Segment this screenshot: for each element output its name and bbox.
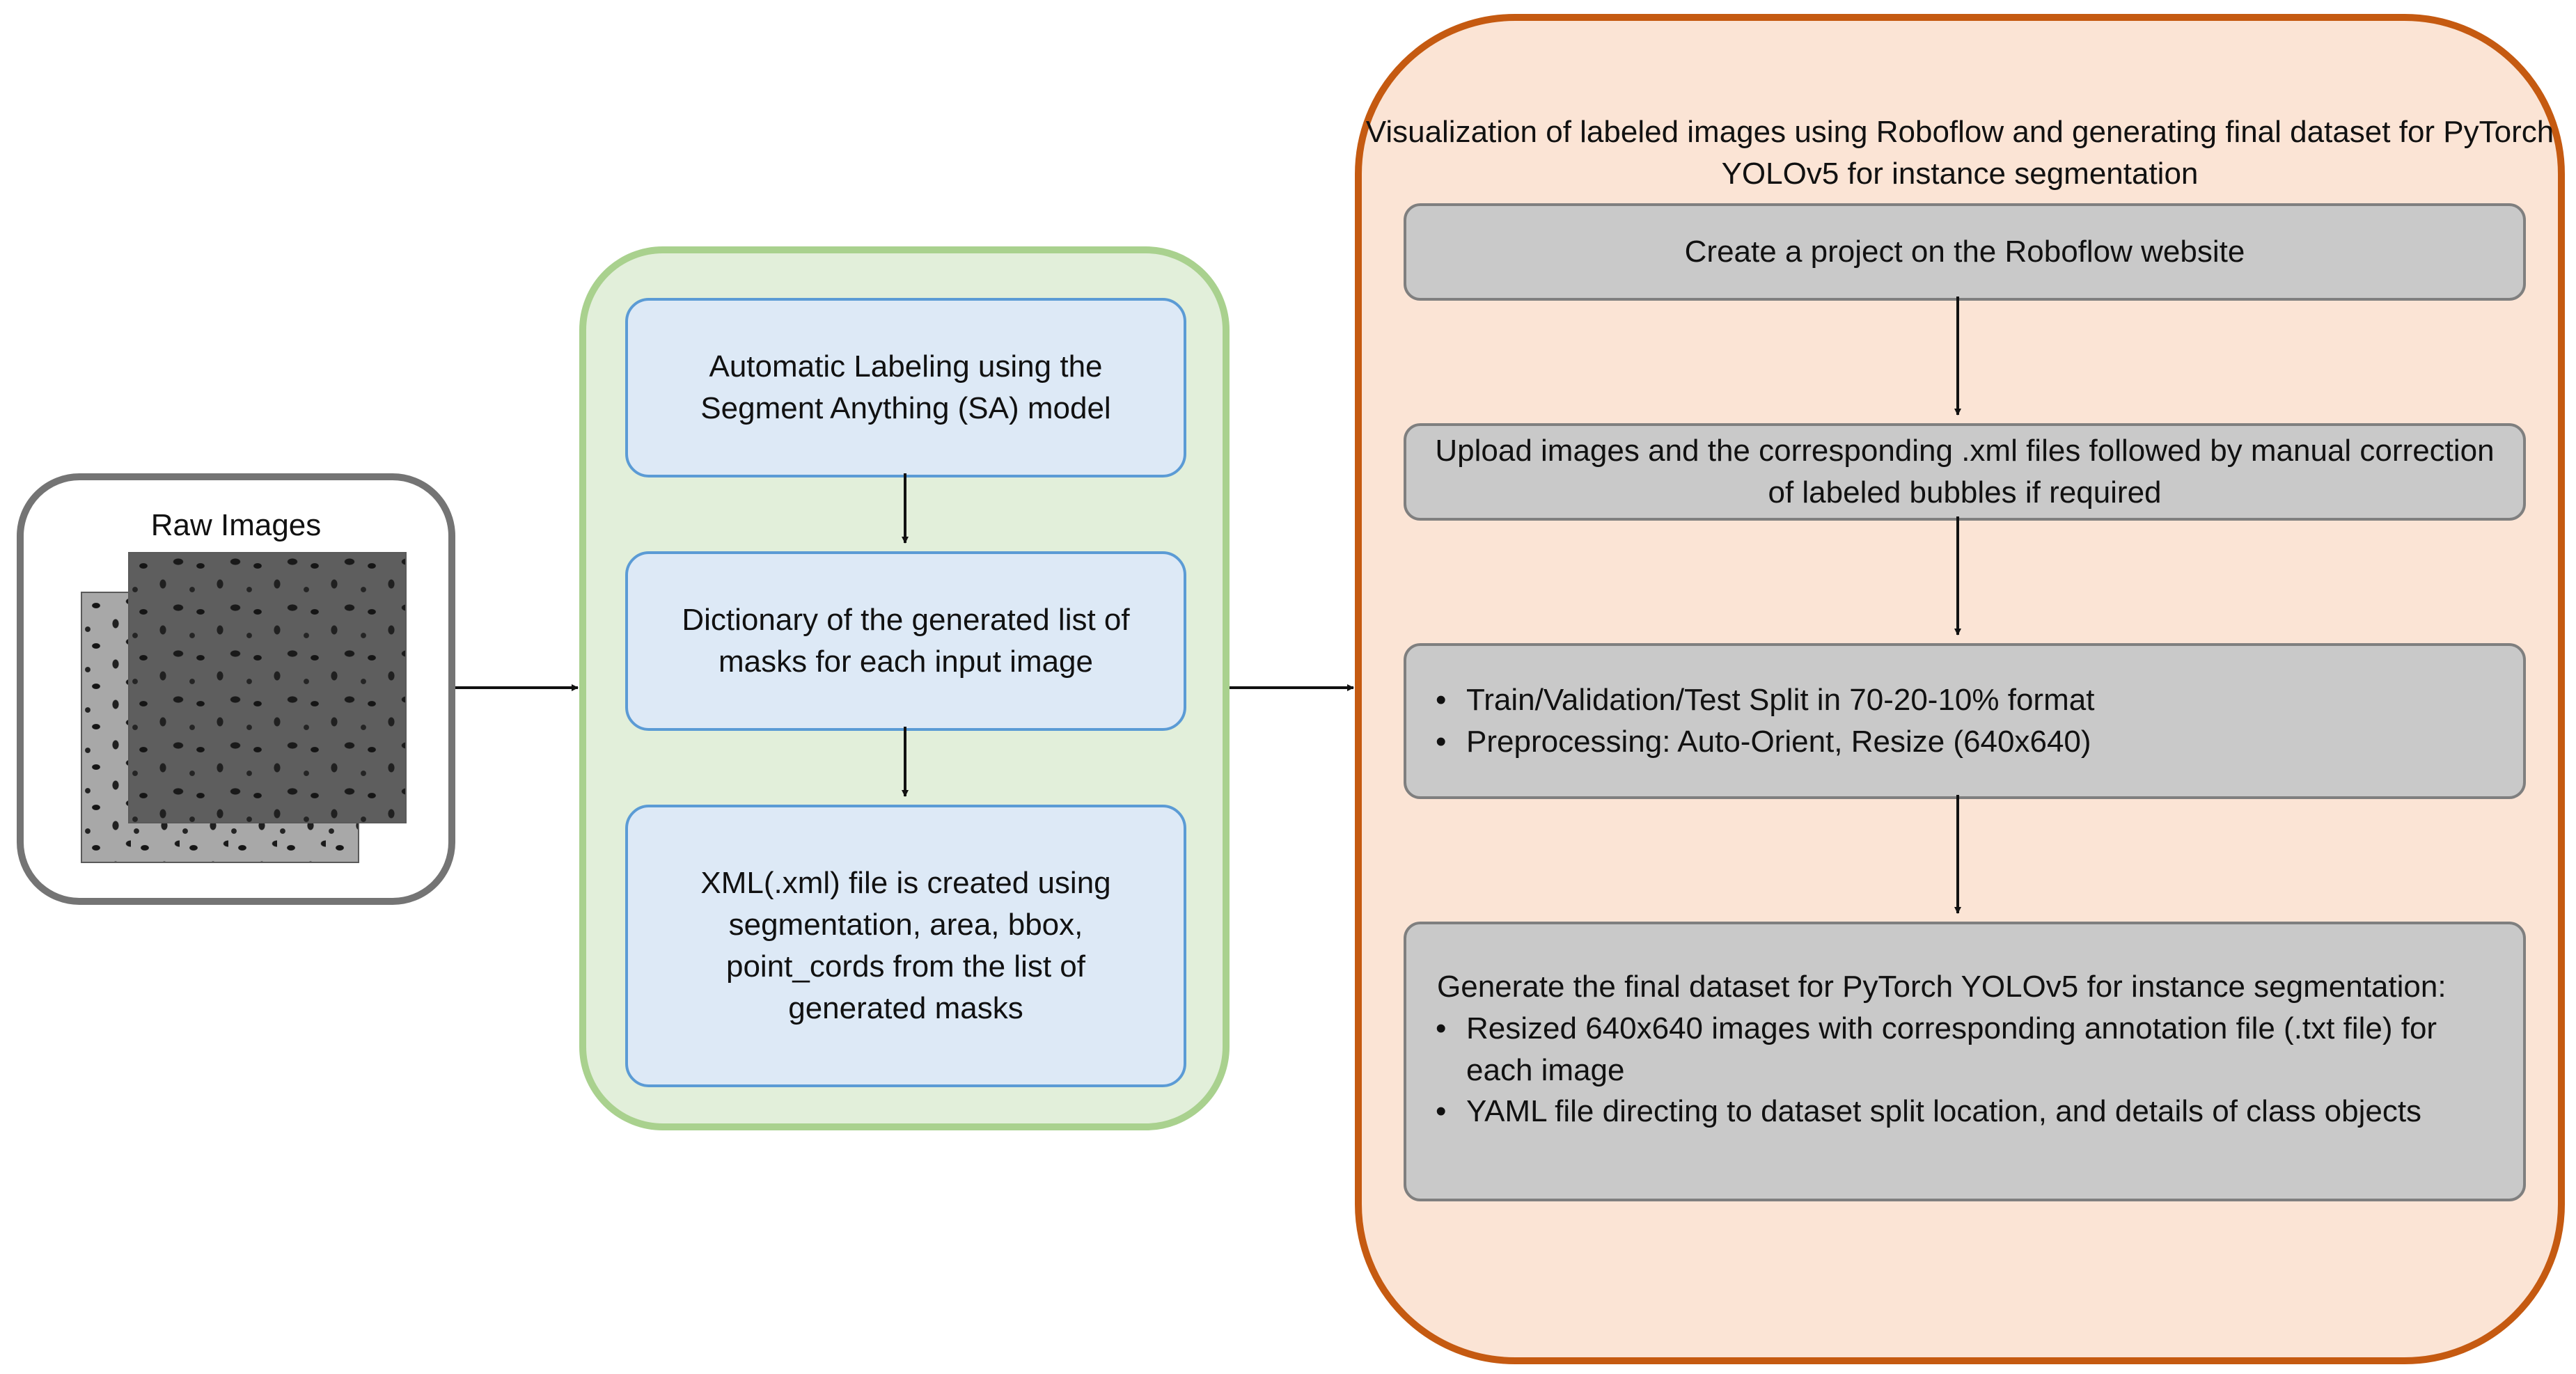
labeling-group: Automatic Labeling using the Segment Any… [579, 246, 1230, 1130]
step-generate-dataset: Generate the final dataset for PyTorch Y… [1404, 922, 2526, 1201]
split-bullet: Train/Validation/Test Split in 70-20-10%… [1427, 679, 2502, 721]
raw-images-title: Raw Images [150, 508, 322, 542]
raw-images-group: Raw Images [17, 473, 455, 905]
step-mask-dictionary-text: Dictionary of the generated list of mask… [682, 603, 1130, 679]
step-create-project-text: Create a project on the Roboflow website [1684, 235, 2245, 269]
raw-image-thumbnail-front [128, 552, 407, 823]
step-upload-images: Upload images and the corresponding .xml… [1404, 423, 2526, 521]
step-mask-dictionary: Dictionary of the generated list of mask… [625, 551, 1186, 731]
step-xml-creation: XML(.xml) file is created using segmenta… [625, 805, 1186, 1087]
step-upload-images-text: Upload images and the corresponding .xml… [1435, 434, 2495, 510]
roboflow-group-title: Visualization of labeled images using Ro… [1365, 115, 2554, 191]
step-xml-creation-text: XML(.xml) file is created using segmenta… [700, 866, 1111, 1025]
resized-images-bullet: Resized 640x640 images with correspondin… [1427, 1008, 2502, 1091]
split-preprocess-list: Train/Validation/Test Split in 70-20-10%… [1427, 679, 2502, 763]
generate-dataset-list: Resized 640x640 images with correspondin… [1427, 1008, 2502, 1132]
generate-dataset-intro: Generate the final dataset for PyTorch Y… [1437, 970, 2447, 1004]
step-automatic-labeling-text: Automatic Labeling using the Segment Any… [700, 349, 1111, 425]
step-create-project: Create a project on the Roboflow website [1404, 203, 2526, 301]
step-split-preprocess: Train/Validation/Test Split in 70-20-10%… [1404, 643, 2526, 799]
yaml-file-bullet: YAML file directing to dataset split loc… [1427, 1091, 2502, 1132]
preprocess-bullet: Preprocessing: Auto-Orient, Resize (640x… [1427, 721, 2502, 763]
roboflow-group: Visualization of labeled images using Ro… [1355, 14, 2565, 1364]
